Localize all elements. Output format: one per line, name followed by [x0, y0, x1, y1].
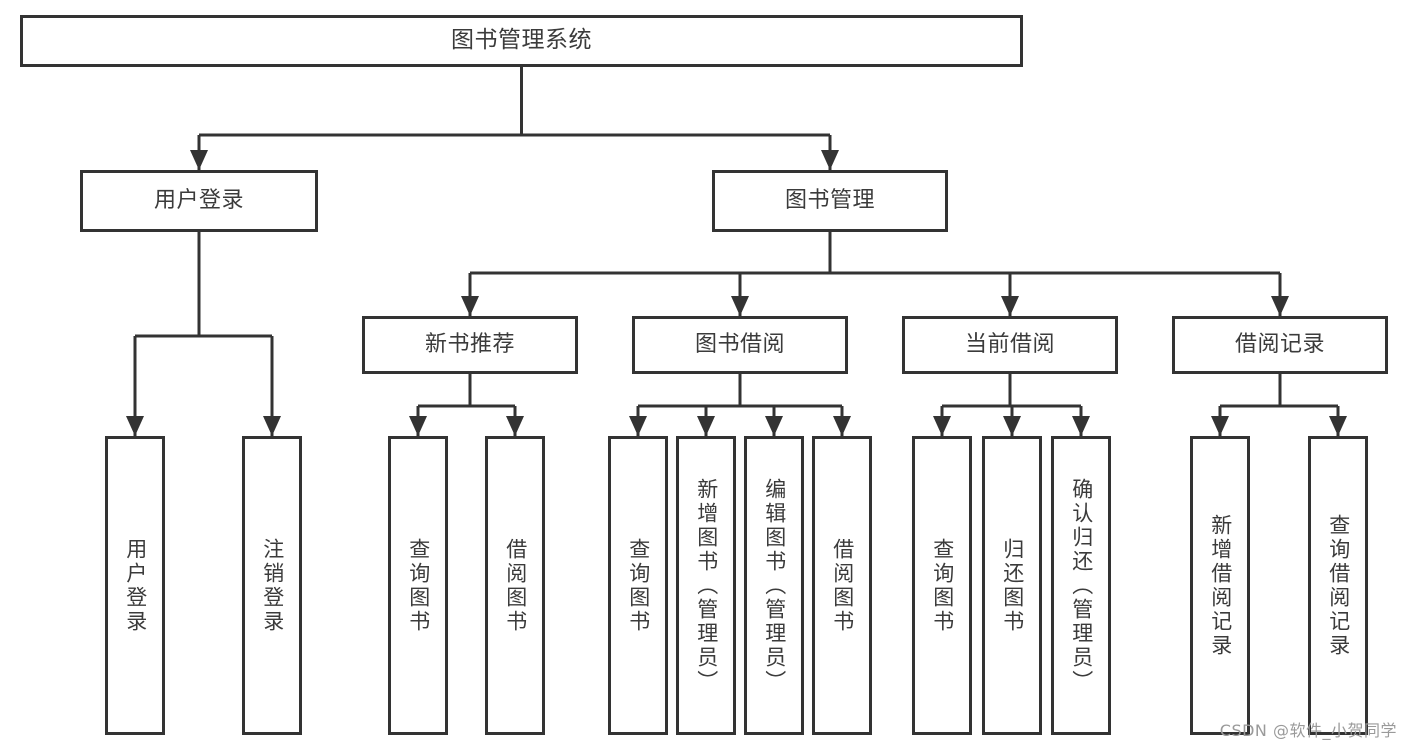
arrowhead	[731, 296, 749, 316]
node-label: 新书推荐	[424, 331, 515, 357]
node-label: 编辑图书（管理员）	[762, 477, 787, 694]
node-leaf-query-book-1[interactable]: 查询图书	[388, 436, 448, 735]
node-leaf-add-book[interactable]: 新增图书（管理员）	[676, 436, 736, 735]
node-label: 查询借阅记录	[1326, 513, 1351, 658]
arrowhead	[933, 416, 951, 436]
arrowhead	[1211, 416, 1229, 436]
node-label: 确认归还（管理员）	[1069, 477, 1094, 694]
node-leaf-borrow-book-2[interactable]: 借阅图书	[812, 436, 872, 735]
arrowhead	[1271, 296, 1289, 316]
arrowhead	[765, 416, 783, 436]
node-label: 新增图书（管理员）	[694, 477, 719, 694]
node-label: 注销登录	[260, 537, 285, 634]
node-leaf-return-book[interactable]: 归还图书	[982, 436, 1042, 735]
node-label: 图书管理系统	[451, 27, 592, 54]
node-leaf-query-record[interactable]: 查询借阅记录	[1308, 436, 1368, 735]
node-label: 当前借阅	[964, 331, 1055, 357]
node-new-book-rec[interactable]: 新书推荐	[362, 316, 578, 374]
node-label: 图书管理	[784, 187, 875, 213]
arrowhead	[697, 416, 715, 436]
arrowhead	[629, 416, 647, 436]
arrowhead	[190, 150, 208, 170]
arrowhead	[1001, 296, 1019, 316]
arrowhead	[1072, 416, 1090, 436]
node-root[interactable]: 图书管理系统	[20, 15, 1023, 67]
node-label: 查询图书	[626, 537, 651, 634]
node-user-login[interactable]: 用户登录	[80, 170, 318, 232]
node-leaf-user-logout[interactable]: 注销登录	[242, 436, 302, 735]
node-leaf-edit-book[interactable]: 编辑图书（管理员）	[744, 436, 804, 735]
node-book-manage[interactable]: 图书管理	[712, 170, 948, 232]
node-label: 借阅记录	[1234, 331, 1325, 357]
arrowhead	[263, 416, 281, 436]
arrowhead	[126, 416, 144, 436]
arrowhead	[506, 416, 524, 436]
node-book-borrow[interactable]: 图书借阅	[632, 316, 848, 374]
node-label: 借阅图书	[503, 537, 528, 634]
node-label: 用户登录	[123, 537, 148, 634]
arrowhead	[461, 296, 479, 316]
arrowhead	[1003, 416, 1021, 436]
node-borrow-record[interactable]: 借阅记录	[1172, 316, 1388, 374]
node-leaf-borrow-book-1[interactable]: 借阅图书	[485, 436, 545, 735]
node-label: 借阅图书	[830, 537, 855, 634]
node-label: 图书借阅	[694, 331, 785, 357]
node-leaf-add-record[interactable]: 新增借阅记录	[1190, 436, 1250, 735]
node-label: 用户登录	[153, 187, 244, 213]
arrowhead	[821, 150, 839, 170]
arrowhead	[409, 416, 427, 436]
node-leaf-query-book-3[interactable]: 查询图书	[912, 436, 972, 735]
node-leaf-user-login[interactable]: 用户登录	[105, 436, 165, 735]
node-current-borrow[interactable]: 当前借阅	[902, 316, 1118, 374]
watermark-label: CSDN @软件_小贺同学	[1219, 721, 1397, 740]
node-leaf-query-book-2[interactable]: 查询图书	[608, 436, 668, 735]
node-leaf-confirm-return[interactable]: 确认归还（管理员）	[1051, 436, 1111, 735]
arrowhead	[1329, 416, 1347, 436]
node-label: 归还图书	[1000, 537, 1025, 634]
arrowhead	[833, 416, 851, 436]
node-label: 查询图书	[930, 537, 955, 634]
node-label: 查询图书	[406, 537, 431, 634]
node-label: 新增借阅记录	[1208, 513, 1233, 658]
